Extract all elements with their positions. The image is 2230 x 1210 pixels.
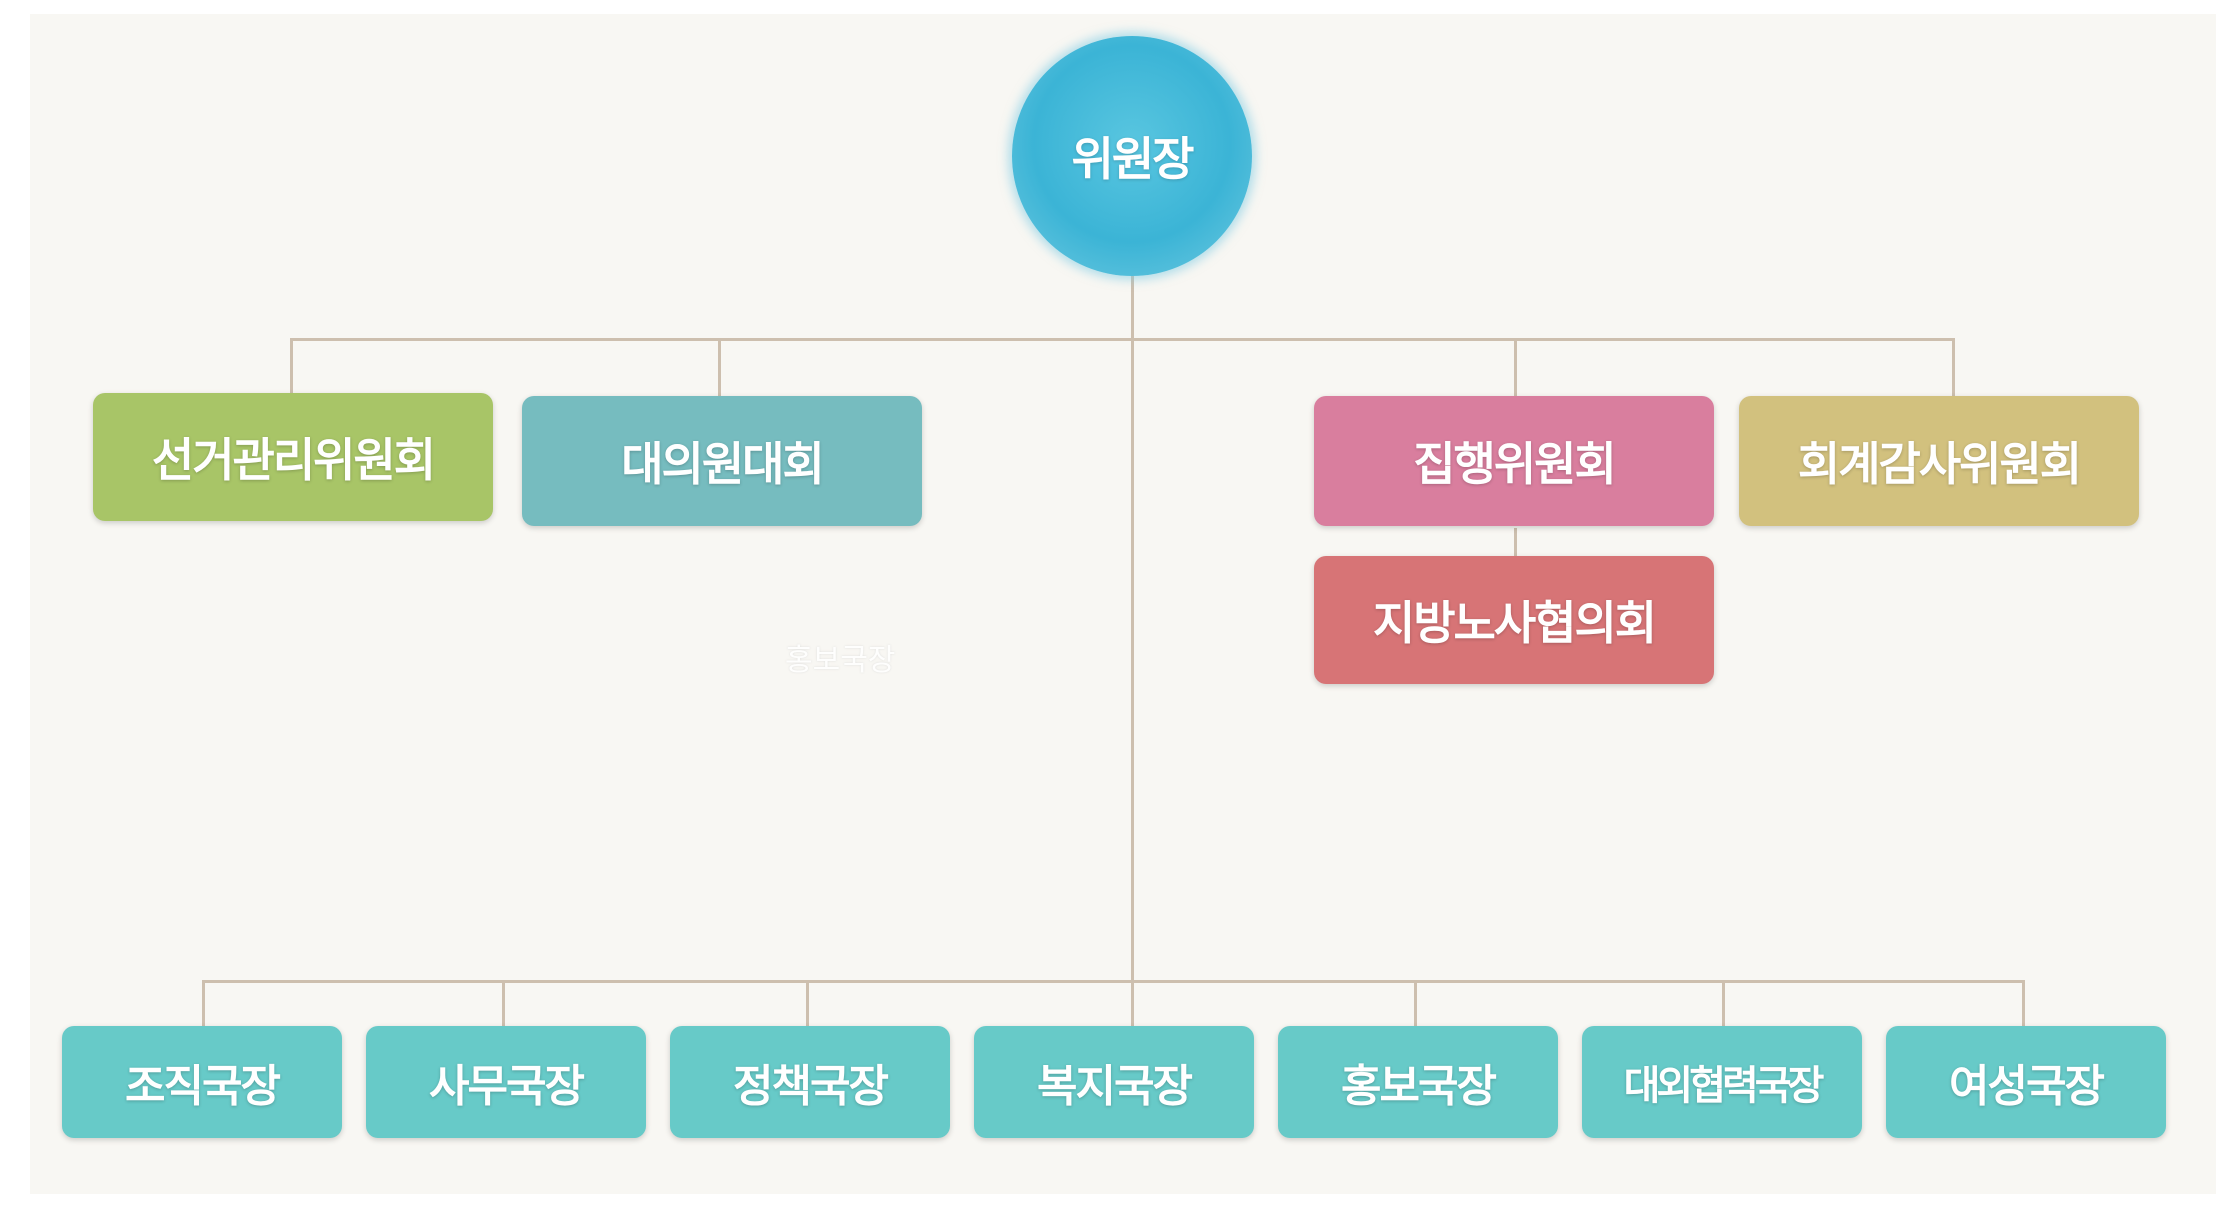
labor-management-council-box: 지방노사협의회: [1314, 556, 1714, 684]
labor-management-council-label: 지방노사협의회: [1372, 596, 1657, 650]
bottom-box-3-label: 정책국장: [733, 1061, 889, 1112]
bottom-box-2-label: 사무국장: [429, 1061, 585, 1112]
top-horizontal-connector: [290, 338, 1955, 341]
delegates-assembly-box: 대의원대회: [522, 396, 922, 526]
drop-line-bottom-6: [1722, 980, 1725, 1028]
executive-committee-box: 집행위원회: [1314, 396, 1714, 526]
bottom-box-6: 대외협력국장: [1582, 1026, 1862, 1138]
drop-line-bottom-5: [1414, 980, 1417, 1028]
faint-label: 홍보국장: [785, 643, 896, 678]
audit-committee-box: 회계감사위원회: [1739, 396, 2139, 526]
election-committee-label: 선거관리위원회: [151, 433, 436, 487]
drop-line-election: [290, 338, 293, 395]
bottom-box-4-label: 복지국장: [1037, 1061, 1193, 1112]
drop-line-bottom-1: [202, 980, 205, 1028]
bottom-box-4: 복지국장: [974, 1026, 1254, 1138]
bottom-box-6-label: 대외협력국장: [1623, 1063, 1825, 1109]
drop-line-bottom-4: [1131, 980, 1134, 1028]
drop-line-bottom-2: [502, 980, 505, 1028]
executive-committee-label: 집행위원회: [1413, 437, 1617, 491]
bottom-box-5-label: 홍보국장: [1341, 1061, 1497, 1112]
drop-line-executive: [1514, 338, 1517, 398]
bottom-box-1: 조직국장: [62, 1026, 342, 1138]
executive-to-council-line: [1514, 528, 1517, 558]
bottom-box-3: 정책국장: [670, 1026, 950, 1138]
drop-line-bottom-7: [2022, 980, 2025, 1028]
election-committee-box: 선거관리위원회: [93, 393, 493, 521]
drop-line-bottom-3: [806, 980, 809, 1028]
bottom-box-2: 사무국장: [366, 1026, 646, 1138]
bottom-horizontal-connector: [202, 980, 2025, 983]
drop-line-audit: [1952, 338, 1955, 398]
chairperson-label: 위원장: [1071, 132, 1195, 186]
bottom-box-1-label: 조직국장: [125, 1061, 281, 1112]
drop-line-delegates: [718, 338, 721, 398]
root-trunk-line: [1131, 276, 1134, 982]
chairperson-node: 위원장: [1012, 36, 1252, 276]
bottom-box-5: 홍보국장: [1278, 1026, 1558, 1138]
audit-committee-label: 회계감사위원회: [1797, 437, 2082, 491]
delegates-assembly-label: 대의원대회: [621, 437, 825, 491]
bottom-box-7-label: 여성국장: [1949, 1061, 2105, 1112]
bottom-box-7: 여성국장: [1886, 1026, 2166, 1138]
